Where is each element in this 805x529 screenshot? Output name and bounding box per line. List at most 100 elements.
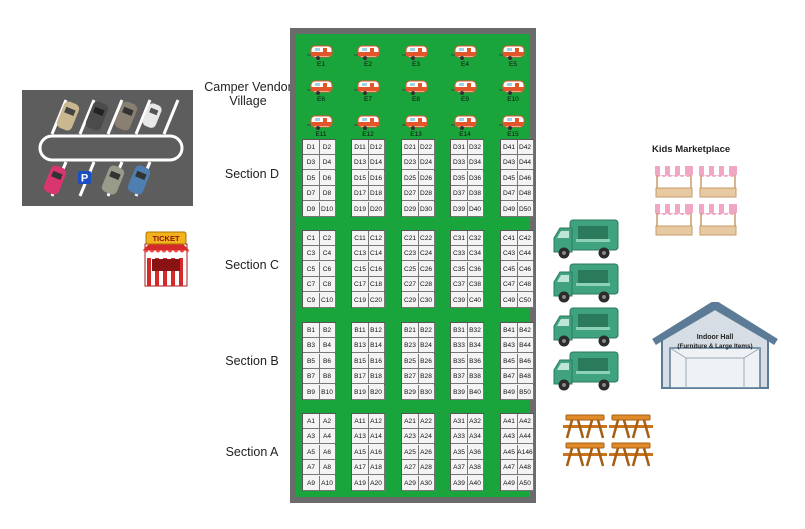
- stall[interactable]: C8: [319, 277, 336, 293]
- stall[interactable]: A25: [402, 444, 419, 460]
- stall[interactable]: D38: [467, 186, 484, 202]
- stall[interactable]: D31: [451, 140, 468, 155]
- stall[interactable]: D25: [402, 170, 419, 186]
- stall[interactable]: A48: [517, 460, 534, 476]
- camper-spot[interactable]: E14: [448, 113, 482, 141]
- stall[interactable]: B15: [352, 353, 369, 369]
- camper-spot[interactable]: E5: [496, 43, 530, 71]
- stall[interactable]: D29: [402, 201, 419, 217]
- stall[interactable]: B32: [467, 323, 484, 338]
- stall[interactable]: A45: [501, 444, 518, 460]
- stall[interactable]: A47: [501, 460, 518, 476]
- stall[interactable]: C40: [467, 292, 484, 308]
- stall[interactable]: B12: [368, 323, 385, 338]
- stall[interactable]: D45: [501, 170, 518, 186]
- stall[interactable]: C28: [418, 277, 435, 293]
- stall[interactable]: D6: [319, 170, 336, 186]
- camper-spot[interactable]: E10: [496, 78, 530, 106]
- stall[interactable]: B11: [352, 323, 369, 338]
- stall[interactable]: C34: [467, 246, 484, 262]
- stall[interactable]: C32: [467, 231, 484, 246]
- stall[interactable]: B3: [303, 338, 320, 354]
- stall[interactable]: D4: [319, 155, 336, 171]
- stall[interactable]: C13: [352, 246, 369, 262]
- stall[interactable]: B35: [451, 353, 468, 369]
- stall[interactable]: A28: [418, 460, 435, 476]
- stall[interactable]: B4: [319, 338, 336, 354]
- stall[interactable]: A33: [451, 429, 468, 445]
- stall[interactable]: C33: [451, 246, 468, 262]
- stall[interactable]: C45: [501, 261, 518, 277]
- stall[interactable]: D21: [402, 140, 419, 155]
- stall[interactable]: D30: [418, 201, 435, 217]
- stall[interactable]: D15: [352, 170, 369, 186]
- stall[interactable]: D35: [451, 170, 468, 186]
- stall[interactable]: C37: [451, 277, 468, 293]
- stall[interactable]: A19: [352, 475, 369, 491]
- stall[interactable]: C20: [368, 292, 385, 308]
- stall[interactable]: A16: [368, 444, 385, 460]
- stall[interactable]: B20: [368, 384, 385, 400]
- stall[interactable]: C39: [451, 292, 468, 308]
- stall[interactable]: C22: [418, 231, 435, 246]
- stall[interactable]: A23: [402, 429, 419, 445]
- stall[interactable]: A32: [467, 414, 484, 429]
- stall[interactable]: B44: [517, 338, 534, 354]
- stall[interactable]: C10: [319, 292, 336, 308]
- stall[interactable]: D40: [467, 201, 484, 217]
- stall[interactable]: D28: [418, 186, 435, 202]
- stall[interactable]: B29: [402, 384, 419, 400]
- stall[interactable]: B37: [451, 369, 468, 385]
- stall[interactable]: B16: [368, 353, 385, 369]
- stall[interactable]: C44: [517, 246, 534, 262]
- stall[interactable]: D17: [352, 186, 369, 202]
- stall[interactable]: A4: [319, 429, 336, 445]
- stall[interactable]: B17: [352, 369, 369, 385]
- stall[interactable]: A17: [352, 460, 369, 476]
- stall[interactable]: C18: [368, 277, 385, 293]
- stall[interactable]: A15: [352, 444, 369, 460]
- stall[interactable]: B5: [303, 353, 320, 369]
- stall[interactable]: A24: [418, 429, 435, 445]
- stall[interactable]: A146: [517, 444, 534, 460]
- stall[interactable]: C36: [467, 261, 484, 277]
- stall[interactable]: B38: [467, 369, 484, 385]
- stall[interactable]: A11: [352, 414, 369, 429]
- stall[interactable]: D23: [402, 155, 419, 171]
- stall[interactable]: D16: [368, 170, 385, 186]
- stall[interactable]: A34: [467, 429, 484, 445]
- stall[interactable]: C24: [418, 246, 435, 262]
- stall[interactable]: A26: [418, 444, 435, 460]
- stall[interactable]: D18: [368, 186, 385, 202]
- stall[interactable]: D3: [303, 155, 320, 171]
- stall[interactable]: C2: [319, 231, 336, 246]
- stall[interactable]: B34: [467, 338, 484, 354]
- stall[interactable]: B42: [517, 323, 534, 338]
- stall[interactable]: B19: [352, 384, 369, 400]
- stall[interactable]: D44: [517, 155, 534, 171]
- stall[interactable]: C6: [319, 261, 336, 277]
- stall[interactable]: A22: [418, 414, 435, 429]
- stall[interactable]: D10: [319, 201, 336, 217]
- stall[interactable]: B30: [418, 384, 435, 400]
- stall[interactable]: D32: [467, 140, 484, 155]
- stall[interactable]: C14: [368, 246, 385, 262]
- stall[interactable]: B24: [418, 338, 435, 354]
- stall[interactable]: D1: [303, 140, 320, 155]
- stall[interactable]: A31: [451, 414, 468, 429]
- stall[interactable]: C50: [517, 292, 534, 308]
- stall[interactable]: B13: [352, 338, 369, 354]
- stall[interactable]: A27: [402, 460, 419, 476]
- stall[interactable]: A49: [501, 475, 518, 491]
- stall[interactable]: A6: [319, 444, 336, 460]
- stall[interactable]: B27: [402, 369, 419, 385]
- stall[interactable]: C47: [501, 277, 518, 293]
- stall[interactable]: C31: [451, 231, 468, 246]
- stall[interactable]: D34: [467, 155, 484, 171]
- stall[interactable]: B43: [501, 338, 518, 354]
- stall[interactable]: C9: [303, 292, 320, 308]
- stall[interactable]: C42: [517, 231, 534, 246]
- camper-spot[interactable]: E7: [351, 78, 385, 106]
- stall[interactable]: C43: [501, 246, 518, 262]
- stall[interactable]: B1: [303, 323, 320, 338]
